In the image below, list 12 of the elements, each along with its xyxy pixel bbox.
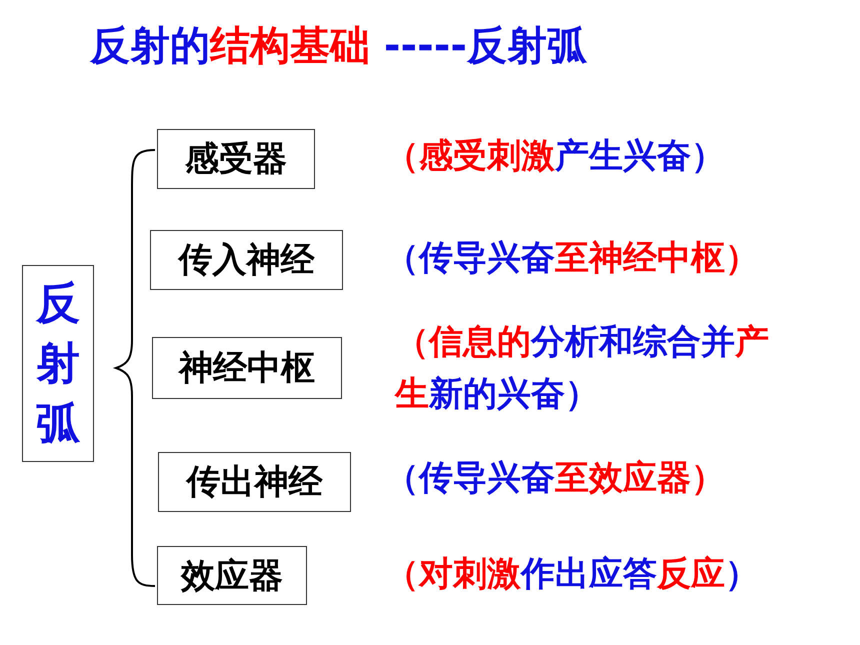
component-box: 神经中枢 (152, 337, 342, 399)
description-text: （传导兴奋至效应器） (385, 457, 726, 500)
component-box: 感受器 (157, 129, 315, 189)
description-text: （传导兴奋至神经中枢） (385, 237, 760, 280)
component-box: 效应器 (157, 546, 307, 605)
title-box: 反射弧 (22, 265, 94, 462)
component-box: 传入神经 (150, 230, 343, 290)
component-box: 传出神经 (158, 452, 351, 512)
description-text: （信息的分析和综合并产生新的兴奋） (395, 321, 770, 416)
description-text: （感受刺激产生兴奋） (385, 135, 726, 178)
title: 反射的结构基础 -----反射弧 (90, 22, 587, 71)
description-text: （对刺激作出应答反应） (385, 553, 760, 596)
